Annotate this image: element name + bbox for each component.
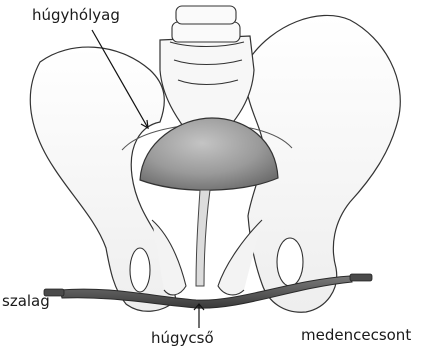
left-obturator-foramen xyxy=(130,248,150,292)
bladder xyxy=(140,118,278,190)
bladder-label: húgyhólyag xyxy=(32,8,120,23)
sling-end-right xyxy=(350,274,372,281)
sling-label: szalag xyxy=(2,294,50,309)
pelvic-bone-label: medencecsont xyxy=(301,328,411,343)
urethra-leader-line xyxy=(194,304,204,328)
urethra-label: húgycső xyxy=(151,331,214,346)
right-obturator-foramen xyxy=(277,238,303,286)
urethra xyxy=(196,190,210,286)
